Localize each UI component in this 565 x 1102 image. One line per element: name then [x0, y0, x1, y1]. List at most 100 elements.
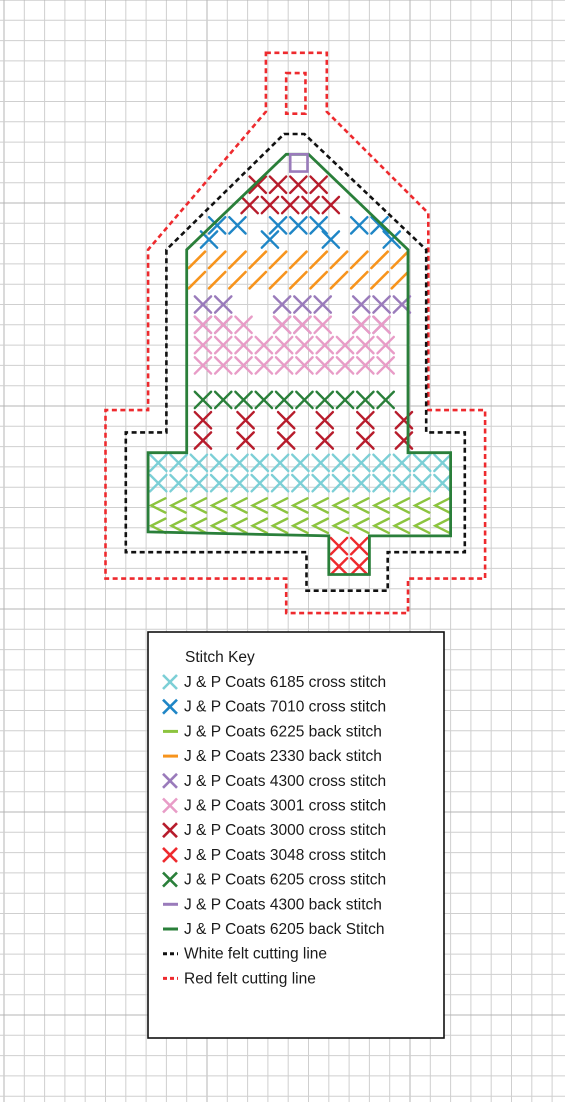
- red-felt-cutting-line: [104, 51, 487, 615]
- back-stitch: [390, 270, 410, 290]
- cross-stitch: [274, 390, 294, 410]
- cross-stitch: [213, 335, 233, 355]
- back-stitch: [371, 497, 390, 514]
- cross-stitch: [272, 295, 292, 314]
- cross-stitch: [372, 315, 391, 335]
- cross-stitch: [199, 230, 219, 249]
- cross-stitch: [193, 410, 213, 430]
- cross-stitch: [433, 473, 452, 493]
- key-cross-icon: [162, 772, 178, 789]
- green-back-stitch-outline: [146, 152, 453, 576]
- cross-stitch: [313, 315, 333, 335]
- stitch-key-items: J & P Coats 6185 cross stitch J & P Coats…: [162, 674, 386, 987]
- cross-stitch: [351, 453, 371, 473]
- cross-stitch: [315, 335, 335, 355]
- cross-stitch: [370, 215, 389, 235]
- cross-stitch: [213, 356, 233, 375]
- back-stitch: [310, 497, 330, 514]
- cross-stitch: [311, 473, 331, 493]
- back-stitch: [229, 497, 248, 514]
- cross-stitch: [355, 390, 375, 410]
- back-stitch: [310, 517, 330, 535]
- cross-stitch: [148, 473, 168, 493]
- back-stitch: [148, 497, 167, 514]
- cross-stitch: [329, 536, 349, 556]
- green-outline: [146, 152, 453, 576]
- stitch-key-label: J & P Coats 7010 cross stitch: [184, 699, 386, 716]
- cross-stitch: [349, 536, 369, 556]
- back-stitch: [349, 270, 369, 290]
- cross-stitch: [274, 335, 294, 355]
- back-stitch: [329, 250, 349, 270]
- cross-stitch: [301, 195, 320, 215]
- white-felt-outline: [124, 132, 467, 593]
- stitch-key: Stitch Key J & P Coats 6185 cross stitch…: [147, 631, 445, 1039]
- cross-stitch: [313, 295, 333, 314]
- back-stitch: [228, 250, 247, 270]
- back-stitch: [148, 517, 167, 535]
- red-felt-outline: [104, 51, 487, 615]
- cross-stitch: [315, 390, 335, 410]
- back-stitch: [189, 497, 208, 514]
- cross-stitch: [280, 195, 300, 215]
- cross-stitch: [209, 453, 229, 473]
- back-stitch: [249, 517, 269, 535]
- white-felt-cutting-line: [124, 132, 467, 593]
- stitch-key-label: J & P Coats 6205 back Stitch: [184, 921, 384, 938]
- back-stitch: [331, 517, 350, 535]
- back-stitch: [392, 517, 411, 535]
- back-stitch: [412, 517, 431, 535]
- stitch-key-label: White felt cutting line: [184, 946, 327, 963]
- cross-stitch: [193, 295, 213, 314]
- cross-stitch: [270, 453, 290, 473]
- stitch-key-label: J & P Coats 2330 back stitch: [184, 748, 382, 765]
- cross-stitch: [355, 431, 375, 450]
- cross-stitch: [276, 431, 296, 450]
- cross-stitch: [228, 215, 247, 235]
- key-cross-icon: [162, 797, 178, 814]
- cross-stitch: [189, 473, 209, 493]
- back-stitch: [209, 497, 228, 514]
- stitch-key-box: [147, 631, 445, 1039]
- key-cross-icon: [162, 846, 178, 863]
- cross-stitch: [335, 335, 355, 355]
- cross-stitch: [376, 390, 395, 410]
- cross-stitch: [274, 356, 294, 375]
- cross-stitch: [268, 215, 288, 235]
- cross-stitch: [329, 557, 349, 576]
- cross-stitch: [291, 473, 310, 493]
- cross-stitch: [376, 335, 395, 355]
- cross-stitch: [169, 473, 188, 493]
- cross-stitch: [213, 315, 233, 335]
- back-stitch: [168, 517, 187, 535]
- back-stitch: [207, 250, 227, 270]
- cross-stitch: [335, 390, 355, 410]
- cross-stitch: [315, 431, 335, 450]
- back-stitch: [370, 270, 390, 290]
- cross-stitch: [240, 195, 259, 215]
- stitch-key-label: J & P Coats 6185 cross stitch: [184, 674, 386, 691]
- cross-stitch: [236, 431, 255, 450]
- cross-stitch: [351, 473, 371, 493]
- stitch-key-label: Red felt cutting line: [184, 970, 316, 987]
- cross-stitch: [254, 356, 274, 375]
- back-stitch: [288, 250, 308, 270]
- cross-stitch: [315, 356, 335, 375]
- cross-stitch: [193, 356, 213, 375]
- back-stitch: [168, 497, 187, 514]
- key-cross-icon: [162, 674, 178, 690]
- cross-stitch: [213, 295, 233, 314]
- back-stitch: [370, 250, 390, 270]
- cross-stitch: [193, 335, 213, 355]
- back-stitch: [249, 497, 269, 514]
- back-stitch: [351, 497, 370, 514]
- cross-stitch: [193, 390, 213, 410]
- key-cross-icon: [162, 698, 178, 715]
- cross-stitch: [209, 473, 229, 493]
- back-stitch: [432, 497, 451, 514]
- key-cross-icon: [162, 871, 178, 888]
- back-stitch: [309, 250, 329, 270]
- back-stitch: [248, 250, 268, 270]
- cross-stitch: [234, 315, 253, 335]
